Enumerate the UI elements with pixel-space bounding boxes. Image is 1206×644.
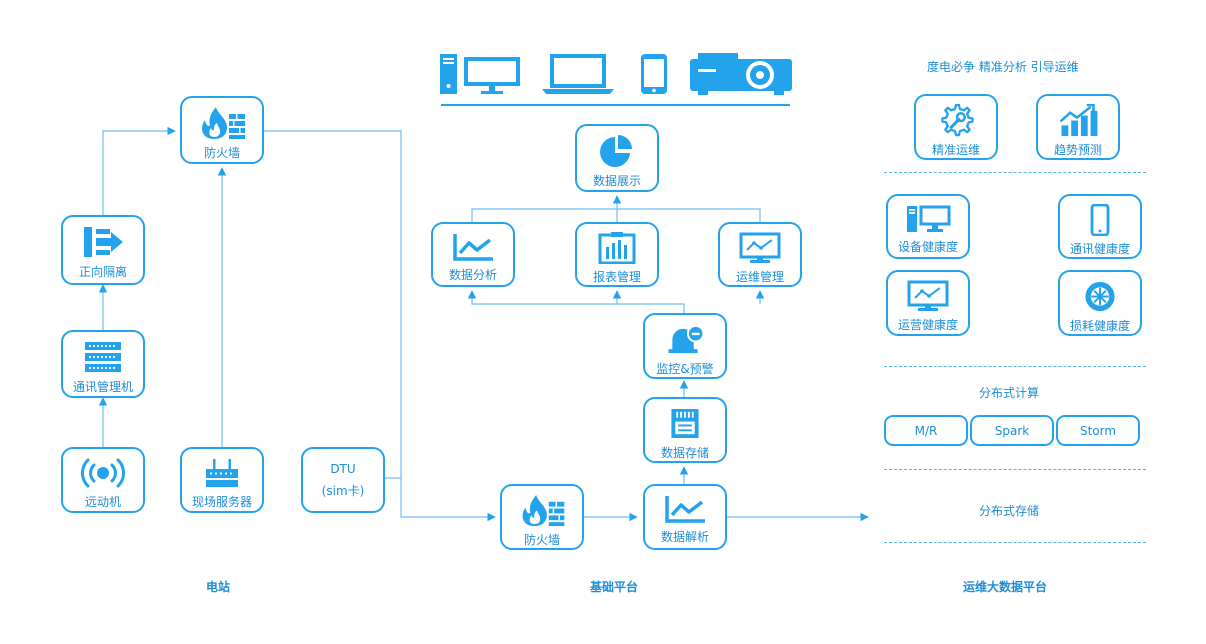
divider-dashed (884, 469, 1146, 470)
station-section-label: 电站 (206, 580, 231, 594)
firewall-node-platform[interactable]: 防火墙 (500, 484, 584, 550)
line-chart-icon (453, 234, 493, 261)
firewall-icon (522, 494, 565, 527)
compute-mr-pill[interactable]: M/R (884, 415, 968, 446)
comm-health-label: 通讯健康度 (1069, 242, 1130, 256)
projector-icon (690, 53, 792, 95)
sim-card-label: (sim卡) (321, 483, 365, 498)
bigdata-section-label: 运维大数据平台 (963, 580, 1048, 594)
comm-manager-node[interactable]: 通讯管理机 (61, 330, 145, 398)
firewall-station-label: 防火墙 (203, 146, 240, 160)
comm-manager-label: 通讯管理机 (72, 380, 133, 394)
trend-forecast-node[interactable]: 趋势预测 (1036, 94, 1120, 160)
router-icon (206, 459, 238, 487)
data-storage-node[interactable]: 数据存储 (643, 397, 727, 463)
loss-health-node[interactable]: 损耗健康度 (1058, 270, 1142, 336)
report-mgmt-label: 报表管理 (592, 270, 641, 284)
field-server-label: 现场服务器 (191, 495, 252, 509)
desktop-computer-icon (440, 54, 520, 94)
operation-health-label: 运营健康度 (897, 318, 958, 332)
divider-dashed (884, 366, 1146, 367)
monitor-chart-icon (907, 280, 949, 311)
field-server-node[interactable]: 现场服务器 (180, 447, 264, 513)
laptop-icon (542, 54, 614, 94)
clipboard-report-icon (598, 232, 636, 264)
data-storage-label: 数据存储 (660, 446, 709, 460)
data-display-node[interactable]: 数据展示 (575, 124, 659, 192)
wireless-signal-icon (81, 458, 125, 488)
monitor-chart-icon (739, 232, 781, 263)
trend-bars-icon (1059, 104, 1098, 137)
firewall-node-station[interactable]: 防火墙 (180, 96, 264, 164)
loss-health-label: 损耗健康度 (1069, 319, 1130, 333)
data-analysis-node[interactable]: 数据分析 (431, 222, 515, 287)
forward-isolation-icon (84, 227, 123, 257)
pie-chart-icon (600, 135, 632, 167)
precise-ops-label: 精准运维 (931, 143, 980, 157)
distributed-compute-label: 分布式计算 (979, 386, 1040, 400)
monitor-alarm-label: 监控&预警 (656, 362, 714, 376)
data-analysis-label: 数据分析 (448, 268, 497, 282)
slogan: 度电必争 精准分析 引导运维 (927, 60, 1079, 74)
compute-spark-pill[interactable]: Spark (970, 415, 1054, 446)
divider-dashed (884, 172, 1146, 173)
ops-mgmt-node[interactable]: 运维管理 (718, 222, 802, 287)
remote-unit-node[interactable]: 远动机 (61, 447, 145, 513)
alarm-bell-icon (668, 324, 705, 354)
storage-card-icon (671, 408, 699, 439)
firewall-icon (202, 107, 245, 139)
precise-ops-node[interactable]: 精准运维 (914, 94, 998, 160)
report-mgmt-node[interactable]: 报表管理 (575, 222, 659, 287)
monitor-alarm-node[interactable]: 监控&预警 (643, 313, 727, 379)
forward-isolation-node[interactable]: 正向隔离 (61, 215, 145, 285)
remote-unit-label: 远动机 (84, 495, 121, 509)
line-chart-icon (665, 496, 705, 523)
compute-storm-pill[interactable]: Storm (1056, 415, 1140, 446)
data-display-label: 数据展示 (592, 174, 641, 188)
ops-mgmt-label: 运维管理 (735, 270, 784, 284)
data-parsing-node[interactable]: 数据解析 (643, 484, 727, 550)
data-parsing-label: 数据解析 (660, 530, 709, 544)
divider-dashed (884, 542, 1146, 543)
server-rack-icon (85, 342, 121, 372)
platform-section-label: 基础平台 (590, 580, 639, 594)
mobile-phone-icon (1090, 204, 1110, 236)
device-health-node[interactable]: 设备健康度 (886, 194, 970, 259)
dtu-label: DTU (330, 461, 356, 476)
trend-forecast-label: 趋势预测 (1053, 143, 1102, 157)
tire-wheel-icon (1085, 281, 1115, 312)
comm-health-node[interactable]: 通讯健康度 (1058, 194, 1142, 259)
operation-health-node[interactable]: 运营健康度 (886, 270, 970, 336)
desktop-computer-icon (907, 205, 951, 232)
gear-wrench-icon (941, 104, 974, 137)
mobile-phone-icon (641, 54, 667, 94)
device-health-label: 设备健康度 (897, 240, 958, 254)
dtu-node[interactable]: DTU (sim卡) (301, 447, 385, 513)
firewall-platform-label: 防火墙 (523, 533, 560, 547)
forward-isolation-label: 正向隔离 (78, 265, 127, 279)
distributed-storage-label: 分布式存储 (979, 504, 1040, 518)
